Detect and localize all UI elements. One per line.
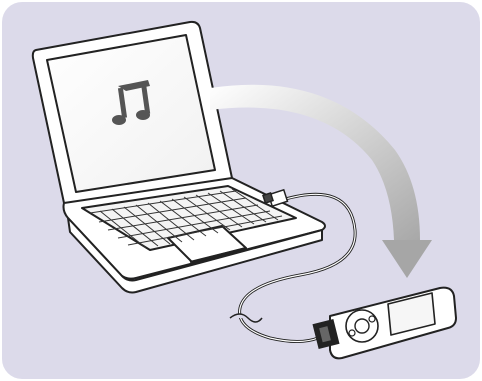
- laptop-screen: [47, 35, 215, 192]
- player-center-button: [355, 319, 369, 333]
